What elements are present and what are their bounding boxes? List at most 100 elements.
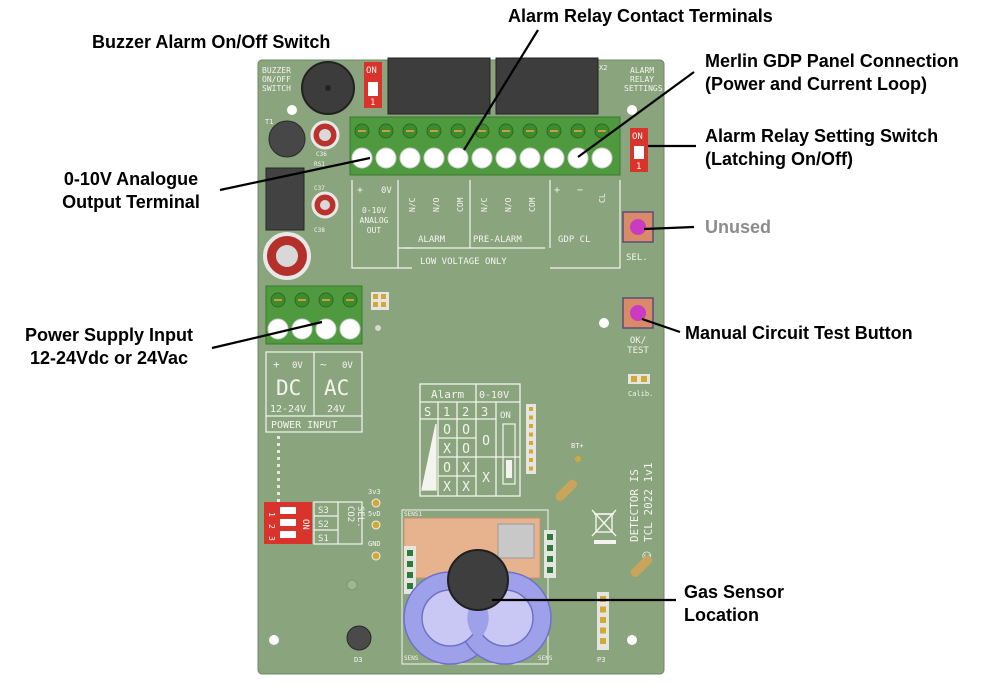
tcl-text: TCL 2022 1v1 <box>642 463 655 542</box>
callout-merlin-line1: Merlin GDP Panel Connection <box>705 51 959 71</box>
co2-table <box>313 501 363 545</box>
table-col-3: 3 <box>481 405 488 419</box>
power-input-label: POWER INPUT <box>271 420 337 431</box>
power-ac-label: AC <box>324 376 349 400</box>
capacitor-c36-top <box>319 129 331 141</box>
sensor-header-left <box>404 546 416 594</box>
bt-test-point <box>575 456 581 462</box>
calib-label: Calib. <box>628 390 653 398</box>
small-header-pin <box>373 294 378 299</box>
terminal-group-outline <box>351 180 621 269</box>
terminal-hole <box>495 147 517 169</box>
table-mark: O <box>443 461 451 476</box>
table-col-s: S <box>424 405 431 419</box>
relay-x2-label: X2 <box>599 64 607 72</box>
small-header-pin <box>381 294 386 299</box>
silk-t1: T1 <box>265 118 273 126</box>
pin-gdp-minus: − <box>577 185 583 196</box>
via-dot <box>277 457 280 460</box>
via-dot <box>277 499 280 502</box>
via-dot <box>277 450 280 453</box>
buzzer-center-icon <box>325 85 331 91</box>
table-mark: O <box>482 434 490 449</box>
via-dot <box>277 443 280 446</box>
pad-right <box>630 555 653 578</box>
callout-gas-sensor: Gas Sensor Location <box>684 581 784 627</box>
sensor-window <box>497 523 535 559</box>
test-point-gnd <box>371 551 381 561</box>
callout-unused: Unused <box>705 217 772 237</box>
sens-right-label: SENS <box>538 655 553 662</box>
power-pin-plus: + <box>273 358 280 371</box>
header-pin <box>529 466 533 471</box>
ok-label: OK/ <box>630 336 646 346</box>
via-dot <box>277 436 280 439</box>
analog-label-2: ANALOG <box>360 216 389 225</box>
table-010v-heading: 0-10V <box>479 390 509 401</box>
test-button[interactable] <box>630 305 646 321</box>
table-mark: X <box>462 480 470 495</box>
callout-merlin-line2: (Power and Current Loop) <box>705 74 927 94</box>
relay-setting-lever <box>634 146 644 159</box>
sensor-pin <box>407 561 413 567</box>
group-gdp: GDP CL <box>558 235 591 245</box>
inductor-t1 <box>268 120 306 158</box>
terminal-hole <box>351 147 373 169</box>
tp-3v3-label: 3v3 <box>368 488 381 496</box>
dip-lever <box>280 507 296 514</box>
table-mark: X <box>482 471 490 486</box>
brand-text: DETECTOR IS <box>628 469 641 542</box>
table-mark: O <box>462 423 470 438</box>
bt-pad <box>555 479 578 502</box>
silk-rs1: RS1 <box>314 161 325 168</box>
pin-analog-plus: + <box>357 185 363 196</box>
power-pin-0v-dc: 0V <box>292 361 303 371</box>
sensor-pin <box>547 545 553 551</box>
sel-label: SEL. <box>626 253 648 263</box>
callout-relay-setting-line1: Alarm Relay Setting Switch <box>705 126 939 146</box>
relay-pin-label: N/C <box>408 197 417 212</box>
p3-pin <box>600 617 606 623</box>
silk-relay-settings-3: SETTINGS <box>624 84 663 93</box>
table-switch-knob <box>506 460 512 478</box>
relay-setting-1: 1 <box>636 162 641 172</box>
sensor-pin <box>547 556 553 562</box>
capacitor-large-top <box>276 245 298 267</box>
pin-header-pins <box>529 407 533 471</box>
sensor-silk-outline <box>401 509 549 665</box>
sensor-left-pins <box>407 550 413 589</box>
table-on: ON <box>500 411 511 421</box>
pin-gdp-plus: + <box>554 185 560 196</box>
power-dc-label: DC <box>276 376 301 400</box>
p3-label: P3 <box>597 656 605 664</box>
callout-analogue-line2: Output Terminal <box>62 192 200 212</box>
callout-buzzer-switch: Buzzer Alarm On/Off Switch <box>92 32 331 52</box>
terminal-hole <box>519 147 541 169</box>
power-terminal-hole <box>267 318 289 340</box>
sensor-pin <box>407 572 413 578</box>
header-pin <box>529 432 533 437</box>
callout-alarm-relay-terminals: Alarm Relay Contact Terminals <box>508 6 773 26</box>
via <box>375 325 381 331</box>
mounting-hole <box>627 105 637 115</box>
test-label: TEST <box>627 346 649 356</box>
p3-pin <box>600 606 606 613</box>
callout-analogue-output: 0-10V Analogue Output Terminal <box>26 168 236 214</box>
sensor-header-right <box>544 530 556 578</box>
regulator <box>265 167 305 231</box>
gas-sensor <box>447 549 509 611</box>
relay-setting-on: ON <box>632 132 643 142</box>
sel-button[interactable] <box>630 219 646 235</box>
group-alarm: ALARM <box>418 235 446 245</box>
pin-header-vertical <box>526 404 536 474</box>
calib-pin <box>631 376 637 382</box>
relay-pin-label: N/O <box>432 197 441 212</box>
terminal-hole <box>591 147 613 169</box>
terminal-screws <box>351 123 613 169</box>
relay-pin-label: N/O <box>504 197 513 212</box>
callout-relay-setting-line2: (Latching On/Off) <box>705 149 853 169</box>
table-col-2: 2 <box>462 405 469 419</box>
table-col-1: 1 <box>443 405 450 419</box>
d3-label: D3 <box>354 656 362 664</box>
